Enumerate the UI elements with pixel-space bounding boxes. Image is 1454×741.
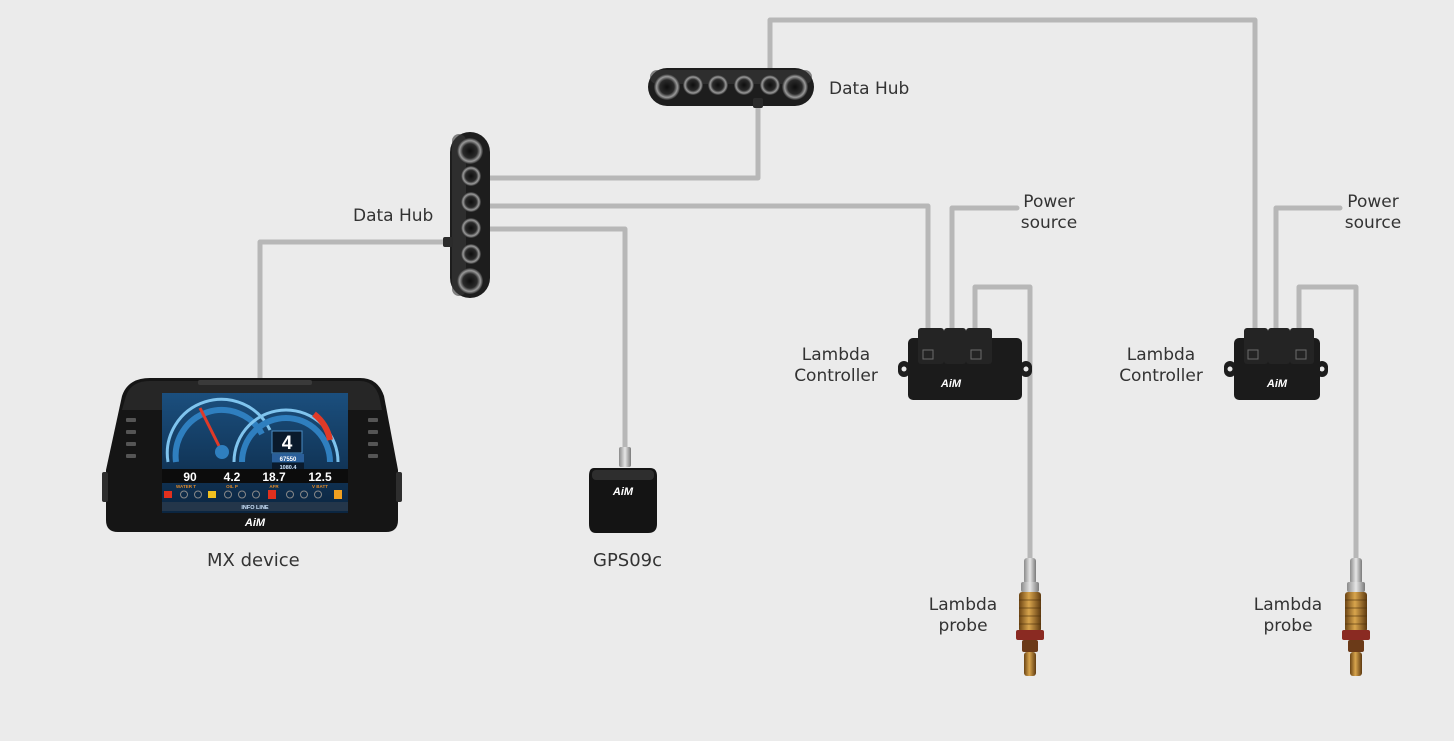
label-lambda-probe-2-line-1: Lambda: [1253, 595, 1323, 615]
mx-value-1: 90: [183, 470, 197, 484]
cable-hub-to-lambda-2: [767, 17, 1258, 339]
lambda-controller-2-logo: AiM: [1266, 378, 1288, 390]
data-hub-left: [443, 132, 490, 298]
mx-value-4: 12.5: [308, 470, 332, 484]
cable-hubs-link: [485, 97, 761, 181]
cable-hub-to-gps: [485, 226, 628, 453]
label-power-source-2-line-1: Power: [1347, 192, 1399, 212]
label-power-source-1-line-1: Power: [1023, 192, 1075, 212]
label-lambda-probe-2: Lambda probe: [1250, 595, 1326, 637]
label-mx-device: MX device: [207, 550, 300, 571]
mx-value-label-1: WATER T: [176, 484, 196, 489]
mx-value-label-3: AFR: [269, 484, 279, 489]
mx-value-3: 18.7: [262, 470, 286, 484]
mx-device: 4 67550 1080.4 90 4.2 18.7 12.5 WATER T …: [102, 378, 402, 532]
data-hub-top: [648, 68, 814, 108]
cable-probe-2: [1296, 284, 1359, 565]
mx-rpm-gauge: [165, 397, 272, 463]
label-data-hub-top: Data Hub: [829, 79, 910, 99]
label-lambda-controller-1-line-2: Controller: [794, 366, 878, 386]
cable-power-1: [949, 205, 1020, 339]
lambda-controller-2: AiM: [1224, 328, 1328, 400]
cable-power-2: [1273, 205, 1343, 339]
gps-brand-logo: AiM: [612, 486, 634, 498]
label-power-source-2-line-2: source: [1344, 213, 1402, 233]
mx-gear: 4: [282, 433, 293, 454]
mx-warning-icons: [164, 490, 342, 499]
cable-hub-to-lambda-1: [485, 203, 931, 339]
label-power-source-1-line-2: source: [1020, 213, 1078, 233]
mx-speed-gauge: [232, 408, 340, 463]
mx-value-label-4: V BATT: [312, 484, 328, 489]
label-lambda-controller-2: Lambda Controller: [1115, 345, 1207, 387]
mx-brand-logo: AiM: [244, 517, 266, 529]
cable-hub-to-mx: [257, 239, 458, 381]
label-lambda-probe-1: Lambda probe: [925, 595, 1001, 637]
mx-info-line: INFO LINE: [241, 505, 269, 511]
mx-value-label-2: OIL P: [226, 484, 238, 489]
label-lambda-probe-2-line-2: probe: [1263, 616, 1313, 636]
gps-module: AiM: [589, 447, 657, 533]
label-data-hub-left: Data Hub: [353, 206, 434, 226]
mx-value-2: 4.2: [224, 470, 241, 484]
label-power-source-1: Power source: [1011, 192, 1087, 234]
cables: [257, 17, 1359, 565]
label-power-source-2: Power source: [1335, 192, 1411, 234]
mx-speed-readout: 67550: [280, 457, 297, 463]
lambda-probe-1: [1016, 558, 1044, 676]
label-lambda-controller-1-line-1: Lambda: [801, 345, 871, 365]
label-lambda-probe-1-line-1: Lambda: [928, 595, 998, 615]
mx-odo-readout: 1080.4: [280, 465, 298, 471]
lambda-controller-1-logo: AiM: [940, 378, 962, 390]
cable-probe-1: [972, 284, 1033, 565]
label-gps: GPS09c: [593, 550, 663, 571]
label-lambda-controller-1: Lambda Controller: [790, 345, 882, 387]
label-lambda-controller-2-line-1: Lambda: [1126, 345, 1196, 365]
lambda-probe-2: [1342, 558, 1370, 676]
lambda-controller-1: AiM: [898, 328, 1032, 400]
label-lambda-probe-1-line-2: probe: [938, 616, 988, 636]
label-lambda-controller-2-line-2: Controller: [1119, 366, 1203, 386]
